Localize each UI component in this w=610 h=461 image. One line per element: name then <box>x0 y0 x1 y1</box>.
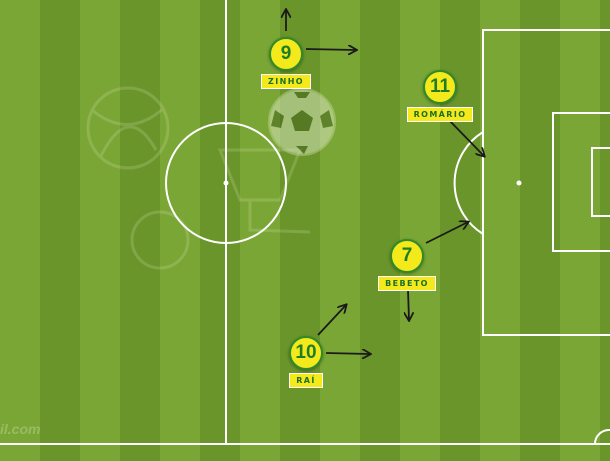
penalty-spot <box>516 180 522 186</box>
player-name-label: ROMÁRIO <box>406 107 474 122</box>
player-name-label: RAÍ <box>289 373 323 388</box>
player-zinho: 9 ZINHO <box>246 37 326 89</box>
player-romario: 11 ROMÁRIO <box>400 70 480 122</box>
soccer-ball-art <box>268 88 336 156</box>
grass-stripe <box>560 0 600 461</box>
player-bebeto: 7 BEBETO <box>367 239 447 291</box>
volleyball-sketch <box>130 210 190 270</box>
grass-stripe <box>40 0 80 461</box>
player-name-label: BEBETO <box>378 276 436 291</box>
arrow-zinho-right <box>305 49 356 50</box>
goal-box-small <box>591 147 610 217</box>
arrow-bebeto-down <box>408 289 409 320</box>
watermark: il.com <box>0 421 41 437</box>
player-number-badge: 10 <box>289 336 323 370</box>
player-number-badge: 9 <box>269 37 303 71</box>
player-rai: 10 RAÍ <box>266 336 346 388</box>
goal-area <box>552 112 610 252</box>
player-number-badge: 11 <box>423 70 457 104</box>
grass-stripe <box>600 0 610 461</box>
grass-stripe <box>120 0 160 461</box>
basketball-seams <box>91 106 165 159</box>
grass-stripe <box>480 0 520 461</box>
grass-stripe <box>320 0 360 461</box>
center-circle <box>165 122 287 244</box>
grass-stripe <box>0 0 40 461</box>
arrow-rai-up <box>317 305 346 336</box>
arrow-bebeto-up <box>425 222 468 244</box>
grass-stripe <box>160 0 200 461</box>
corner-arc <box>593 428 610 445</box>
player-number-badge: 7 <box>390 239 424 273</box>
arrow-romario <box>445 116 484 156</box>
trophy-sketch <box>217 148 311 234</box>
basketball-sketch <box>86 86 170 170</box>
center-spot <box>223 180 229 186</box>
grass-stripe <box>80 0 120 461</box>
penalty-area <box>482 29 610 336</box>
grass-stripe <box>360 0 400 461</box>
grass-stripe <box>200 0 240 461</box>
background-art <box>86 86 311 270</box>
player-name-label: ZINHO <box>261 74 311 89</box>
arrow-rai-right <box>325 353 370 354</box>
